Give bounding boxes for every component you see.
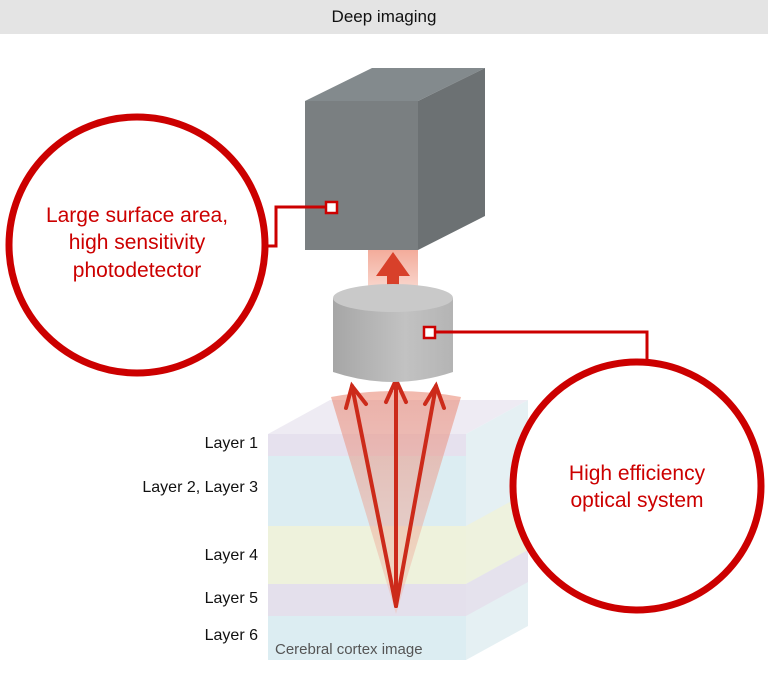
callout-line: photodetector: [72, 258, 202, 282]
cortex-layer-6: [268, 616, 466, 660]
callout-line: optical system: [570, 489, 704, 513]
callout-line: Large surface area,: [45, 204, 229, 227]
callout-line: High efficiency: [568, 462, 706, 485]
cortex-side-layer-5: [466, 550, 528, 616]
optical-callout-circle: [509, 358, 765, 614]
lens-body: [333, 298, 453, 382]
layer-label-6: Layer 6: [204, 627, 258, 644]
cube-top: [305, 68, 485, 101]
layer-label-4: Layer 4: [204, 547, 258, 564]
cortex-side-layer-4: [466, 492, 528, 584]
up-arrow-icon: [376, 252, 410, 300]
cube-side: [418, 68, 485, 250]
cortex-layer-5: [268, 584, 466, 616]
lens-top: [333, 284, 453, 312]
arrow-right: [394, 384, 438, 608]
page-title: Deep imaging: [331, 7, 437, 26]
photodetector-cube: [305, 68, 485, 250]
arrow-right-head: [423, 381, 446, 410]
optical-connector: [436, 330, 649, 362]
title-bar: Deep imaging: [0, 0, 768, 34]
optical-callout-text: High efficiency optical system: [520, 460, 754, 515]
cube-front: [305, 101, 418, 250]
photodetector-connector: [263, 205, 327, 248]
layer-label-5: Layer 5: [204, 590, 258, 607]
arrow-left: [350, 384, 398, 608]
objective-lens: [333, 284, 453, 382]
light-arrows: [344, 375, 446, 608]
cortex-layer-4: [268, 526, 466, 584]
layer-label-1: Layer 1: [204, 435, 258, 452]
layer-label-2-3: Layer 2, Layer 3: [142, 479, 258, 496]
photodetector-marker[interactable]: [324, 200, 339, 215]
arrow-left-head: [344, 381, 368, 410]
deep-imaging-diagram: [5, 68, 765, 660]
photodetector-callout-text: Large surface area, high sensitivity pho…: [17, 202, 257, 284]
callout-line: high sensitivity: [68, 231, 206, 255]
cortex-caption: Cerebral cortex image: [275, 641, 423, 658]
optical-marker[interactable]: [422, 325, 437, 340]
